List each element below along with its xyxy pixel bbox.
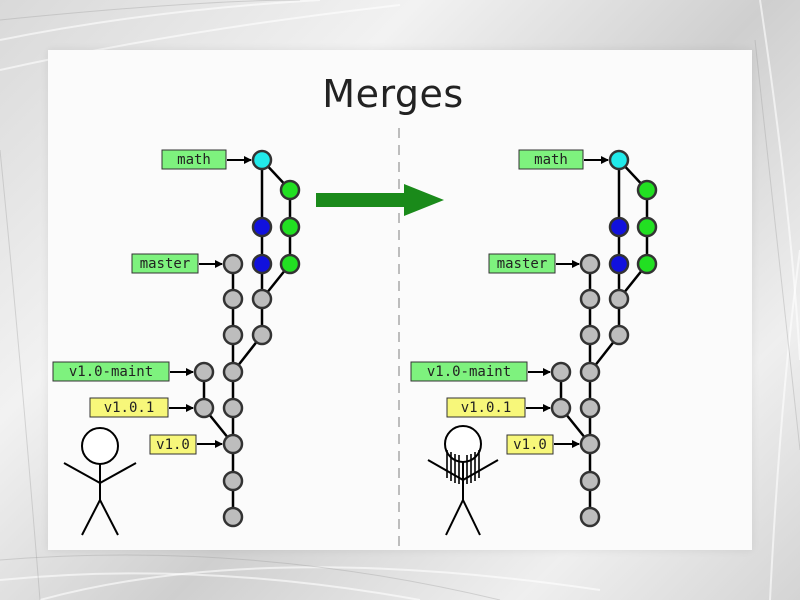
- commit-node: [579, 253, 601, 275]
- commit-node: [222, 288, 244, 310]
- commit-node: [251, 288, 273, 310]
- right-arrow-icon: [316, 184, 444, 216]
- commit-node: [608, 288, 630, 310]
- graph-after: math master v1.0-maint v1.0.1 v1.0: [410, 149, 658, 536]
- tag-label-v1-0-1: v1.0.1: [89, 397, 194, 418]
- svg-text:v1.0.1: v1.0.1: [461, 400, 512, 416]
- stick-figure-with-hair-icon: [427, 425, 499, 536]
- commit-node-green: [279, 179, 301, 201]
- commit-node: [222, 397, 244, 419]
- commit-node: [222, 506, 244, 528]
- commit-node: [193, 397, 215, 419]
- commit-node-green: [279, 216, 301, 238]
- commit-node-blue: [608, 216, 630, 238]
- graph-before: math master v1.0-maint v1.0.1 v1.0: [52, 149, 301, 536]
- branch-label-math: math: [518, 149, 609, 170]
- commit-node-head: [251, 149, 273, 171]
- svg-text:master: master: [140, 256, 191, 272]
- commit-node-green: [279, 253, 301, 275]
- svg-text:v1.0-maint: v1.0-maint: [69, 364, 153, 380]
- commit-node-green: [636, 179, 658, 201]
- svg-text:v1.0.1: v1.0.1: [104, 400, 155, 416]
- svg-text:math: math: [177, 152, 211, 168]
- commit-node: [579, 324, 601, 346]
- branch-label-master: master: [488, 253, 580, 274]
- svg-text:v1.0: v1.0: [513, 437, 547, 453]
- svg-text:master: master: [497, 256, 548, 272]
- tag-label-v1-0-1: v1.0.1: [446, 397, 551, 418]
- slide-title: Merges: [322, 72, 464, 116]
- svg-text:v1.0-maint: v1.0-maint: [427, 364, 511, 380]
- commit-node: [608, 324, 630, 346]
- tag-label-v1-0: v1.0: [506, 434, 580, 455]
- svg-text:math: math: [534, 152, 568, 168]
- commit-node: [579, 361, 601, 383]
- commit-node-green: [636, 253, 658, 275]
- commit-node: [222, 470, 244, 492]
- commit-node: [222, 361, 244, 383]
- commit-node: [550, 361, 572, 383]
- commit-node: [579, 397, 601, 419]
- commit-node: [251, 324, 273, 346]
- commit-node-blue: [251, 216, 273, 238]
- commit-node-blue: [608, 253, 630, 275]
- commit-node-head: [608, 149, 630, 171]
- commit-node: [579, 470, 601, 492]
- branch-label-maint: v1.0-maint: [52, 361, 194, 382]
- commit-node-green: [636, 216, 658, 238]
- branch-label-math: math: [161, 149, 252, 170]
- commit-node: [579, 506, 601, 528]
- commit-node: [222, 433, 244, 455]
- commit-node-blue: [251, 253, 273, 275]
- commit-node: [579, 433, 601, 455]
- commit-node: [193, 361, 215, 383]
- commit-node: [222, 253, 244, 275]
- commit-node: [579, 288, 601, 310]
- commit-node: [222, 324, 244, 346]
- commit-node: [550, 397, 572, 419]
- branch-label-master: master: [131, 253, 223, 274]
- tag-label-v1-0: v1.0: [149, 434, 223, 455]
- stick-figure-icon: [63, 427, 137, 536]
- branch-label-maint: v1.0-maint: [410, 361, 551, 382]
- svg-text:v1.0: v1.0: [156, 437, 190, 453]
